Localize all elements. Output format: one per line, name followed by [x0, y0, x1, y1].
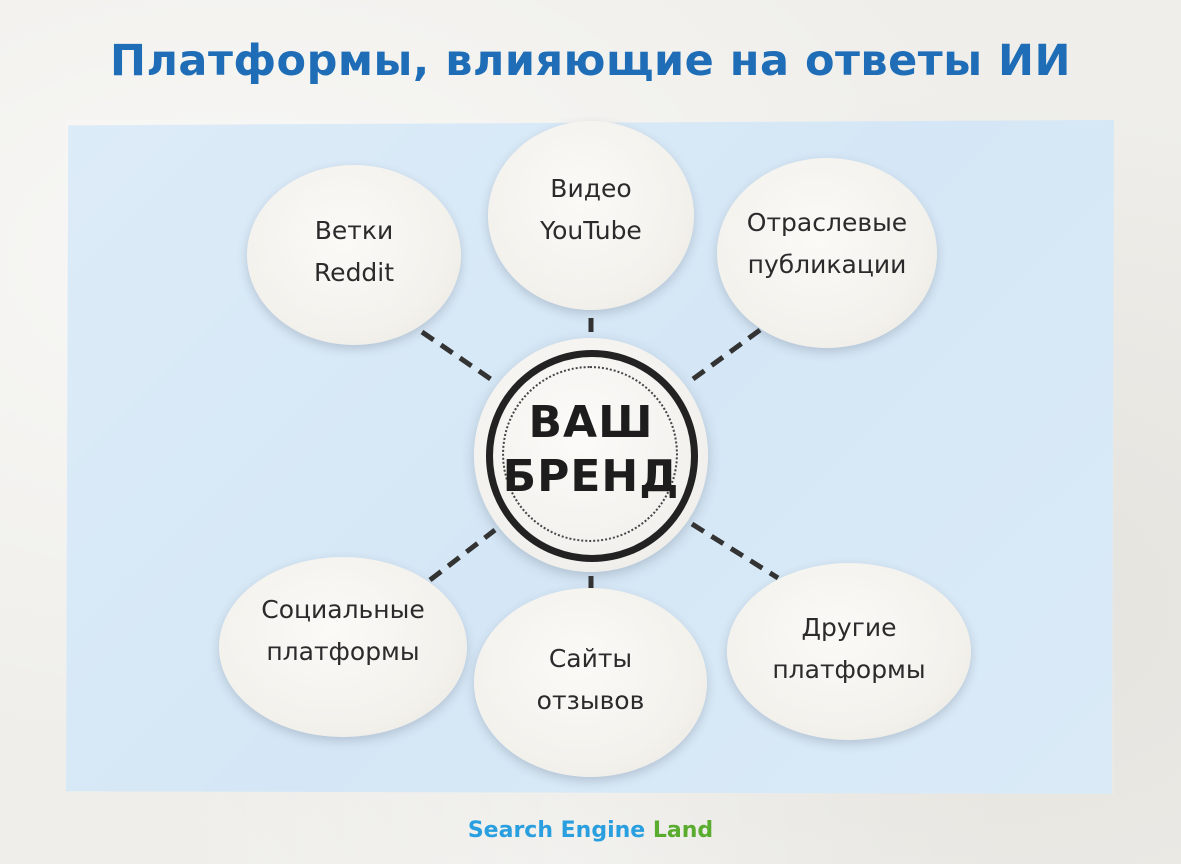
node-reddit: Ветки Reddit: [247, 165, 461, 345]
node-youtube: Видео YouTube: [488, 121, 694, 310]
brand-dotted-ring: [502, 366, 678, 542]
node-social: Социальные платформы: [219, 557, 467, 737]
node-industry-label: Отраслевые публикации: [746, 208, 908, 279]
node-other: Другие платформы: [727, 563, 971, 740]
node-reddit-label: Ветки Reddit: [313, 216, 395, 287]
footer-logo: Search Engine Land: [0, 818, 1181, 843]
connector-social: [428, 528, 497, 582]
footer-land: Land: [652, 818, 714, 843]
node-reviews-label: Сайты отзывов: [536, 643, 645, 715]
node-youtube-label: Видео YouTube: [540, 173, 642, 245]
diagram-title: Платформы, влияющие на ответы ИИ: [109, 36, 1072, 86]
node-reviews: Сайты отзывов: [474, 588, 707, 777]
brand-label: ВАШ БРЕНД: [502, 397, 680, 502]
connector-reddit: [420, 329, 497, 385]
connector-other: [690, 521, 780, 581]
node-other-label: Другие платформы: [772, 612, 926, 684]
node-industry-publications: Отраслевые публикации: [717, 158, 937, 348]
node-social-label: Социальные платформы: [261, 595, 425, 666]
footer-search-engine: Search Engine: [467, 818, 646, 843]
connector-industry: [687, 327, 762, 385]
brand-ring: [486, 350, 698, 562]
